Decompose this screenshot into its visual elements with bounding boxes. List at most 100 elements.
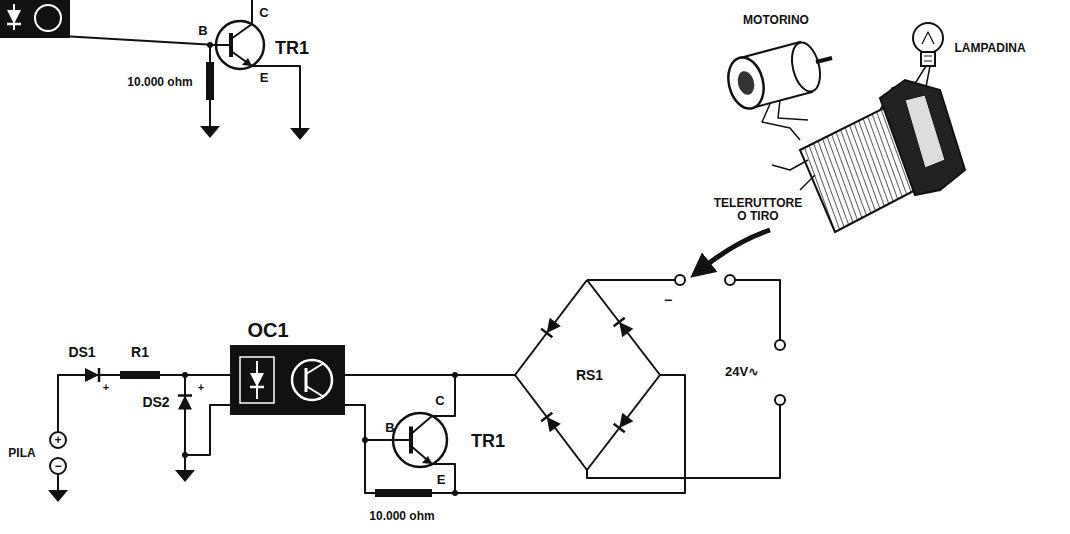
optocoupler-body xyxy=(230,345,345,415)
wire xyxy=(432,375,455,416)
wire xyxy=(160,374,230,376)
bridge-diode-lead xyxy=(587,375,660,470)
wire xyxy=(432,464,455,493)
part-label: 10.000 ohm xyxy=(127,76,192,89)
bridge-diode-lead xyxy=(515,280,587,375)
part-label: RS1 xyxy=(576,367,603,383)
phototransistor-symbol xyxy=(35,5,61,31)
bulb-filament xyxy=(922,32,934,44)
ground-symbol xyxy=(48,490,68,502)
emitter-arrow xyxy=(422,456,432,464)
part-label: E xyxy=(260,71,269,85)
bridge-diode-bar xyxy=(614,318,625,327)
emitter-arrow xyxy=(242,58,252,66)
coil-frame xyxy=(880,80,965,195)
ground-lead xyxy=(209,118,211,126)
junction-dot xyxy=(182,452,188,458)
motor-shaft xyxy=(816,58,832,62)
transistor-base xyxy=(214,44,231,46)
wire xyxy=(185,405,230,455)
part-label: OC1 xyxy=(247,319,288,342)
led-symbol-bar xyxy=(7,23,21,26)
part-label: DS1 xyxy=(68,345,95,360)
part-label: + xyxy=(198,382,204,394)
part-label: + xyxy=(54,434,61,447)
part-label: + xyxy=(103,382,109,394)
led-symbol-bar xyxy=(250,386,264,389)
motor-face xyxy=(723,54,769,113)
led-symbol xyxy=(7,10,21,24)
wire xyxy=(62,36,216,45)
wire xyxy=(57,474,59,482)
load-label: MOTORINO xyxy=(743,14,809,27)
junction-dot xyxy=(452,490,458,496)
bridge-diode xyxy=(547,417,561,432)
terminal xyxy=(50,432,66,448)
part-label: R1 xyxy=(131,345,149,360)
bulb-glass xyxy=(913,23,943,53)
part-label: DS2 xyxy=(142,395,169,410)
ground-lead xyxy=(184,462,186,470)
load-label: TELERUTTORE O TIRO xyxy=(712,197,804,222)
wire xyxy=(58,375,72,432)
part-label: TR1 xyxy=(275,39,309,58)
transistor-emitter xyxy=(411,446,432,464)
bridge-diode-bar xyxy=(614,424,625,433)
resistor-symbol xyxy=(206,62,214,100)
wire xyxy=(251,0,253,24)
part-label: − xyxy=(664,293,672,308)
wire xyxy=(365,440,375,493)
ground-symbol xyxy=(200,126,220,138)
zener-symbol xyxy=(178,396,192,410)
coil-core xyxy=(905,95,945,168)
wire xyxy=(112,374,120,376)
phototransistor-base xyxy=(305,368,308,392)
resistor-symbol xyxy=(375,489,432,497)
bridge-diode-bar xyxy=(541,329,552,337)
load-label: LAMPADINA xyxy=(954,42,1025,55)
transistor-collector xyxy=(231,24,252,39)
wire xyxy=(587,405,780,478)
wire-connector xyxy=(345,374,515,376)
part-label: B xyxy=(198,24,207,38)
bulb-thread xyxy=(924,56,932,57)
part-label: − xyxy=(54,460,61,473)
part-label: B xyxy=(385,421,394,435)
part-label: 24V∿ xyxy=(725,365,759,379)
part-label: C xyxy=(435,394,444,408)
terminal xyxy=(675,275,685,285)
ground-symbol xyxy=(290,128,310,140)
optocoupler-box: OC1 xyxy=(230,345,345,415)
bridge-diode-bar xyxy=(541,413,552,421)
phototransistor-symbol xyxy=(292,360,332,400)
part-label: TR1 xyxy=(471,432,505,451)
terminal xyxy=(775,395,785,405)
bridge-diode xyxy=(619,322,633,337)
wire xyxy=(209,45,211,62)
terminal xyxy=(775,340,785,350)
transistor-emitter xyxy=(231,51,252,66)
phototransistor-emitter xyxy=(306,386,324,397)
part-label: E xyxy=(437,473,446,487)
coil-wire xyxy=(772,160,808,170)
wire xyxy=(587,279,675,281)
led-frame xyxy=(240,357,274,403)
wire xyxy=(735,280,780,340)
ground-lead xyxy=(299,120,301,128)
motor-hub xyxy=(735,69,756,96)
part-label: 10.000 ohm xyxy=(369,510,434,523)
wire xyxy=(252,66,300,120)
transistor-collector xyxy=(411,416,432,434)
zener-symbol-bar xyxy=(178,394,192,397)
wire xyxy=(432,375,685,493)
bulb-thread xyxy=(924,61,932,62)
bridge-rectifier: RS1 xyxy=(515,280,660,470)
led-symbol xyxy=(250,373,264,387)
transistor-base xyxy=(391,439,411,441)
bridge-diode-lead xyxy=(587,280,660,375)
terminal xyxy=(50,458,66,474)
optocoupler-box-shape xyxy=(230,345,345,415)
terminal xyxy=(725,275,735,285)
part-label: C xyxy=(259,6,268,20)
bulb-base xyxy=(921,52,935,66)
